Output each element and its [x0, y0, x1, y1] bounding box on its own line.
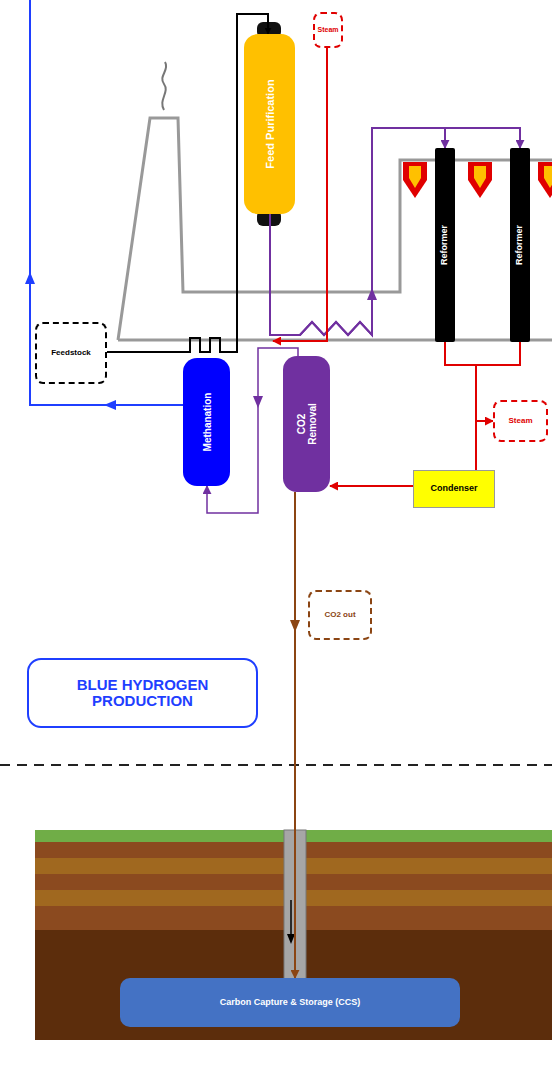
process-line: [270, 128, 520, 335]
furnace-outline: [118, 118, 552, 340]
node-text: Condenser: [430, 484, 477, 494]
condenser-box: Condenser: [413, 470, 495, 508]
process-line: [294, 492, 296, 978]
process-line: [330, 485, 413, 487]
flow-arrow: [104, 400, 116, 410]
process-line: [445, 342, 476, 470]
furnace-floor: [118, 339, 552, 342]
well-arrowhead: [287, 934, 295, 944]
process-line: [270, 128, 445, 335]
hydrogen-line: [30, 0, 183, 405]
methanation-vessel: Methanation: [183, 358, 230, 486]
node-text: BLUE HYDROGEN PRODUCTION: [63, 677, 223, 710]
process-line: [445, 342, 493, 421]
node-text: Steam: [508, 417, 532, 426]
steam-input: Steam: [313, 12, 343, 48]
node-text: CO2 out: [324, 611, 355, 620]
node-text: CO2 Removal: [296, 401, 318, 447]
title-box: BLUE HYDROGEN PRODUCTION: [27, 658, 258, 728]
well-arrow: [290, 900, 292, 935]
co2-removal-vessel: CO2 Removal: [283, 356, 330, 492]
node-text: Feed Purification: [263, 79, 275, 168]
reformer-tube: Reformer: [435, 148, 455, 342]
node-text: Methanation: [201, 393, 212, 452]
node-text: Carbon Capture & Storage (CCS): [220, 998, 361, 1008]
node-text: Reformer: [515, 225, 525, 265]
co2-out-label: CO2 out: [308, 590, 372, 640]
feedstock-input: Feedstock: [35, 322, 107, 384]
node-text: Reformer: [440, 225, 450, 265]
ccs-reservoir: Carbon Capture & Storage (CCS): [120, 978, 460, 1027]
steam-output: Steam: [493, 400, 548, 442]
node-text: Steam: [317, 26, 338, 34]
purification-vessel: Feed Purification: [244, 34, 295, 214]
reformer-tube: Reformer: [510, 148, 530, 342]
smoke: [162, 62, 166, 110]
flow-arrow: [25, 272, 35, 284]
ground-layers: [35, 830, 552, 1040]
divider-dashed: [0, 764, 552, 766]
node-text: Feedstock: [51, 349, 91, 358]
